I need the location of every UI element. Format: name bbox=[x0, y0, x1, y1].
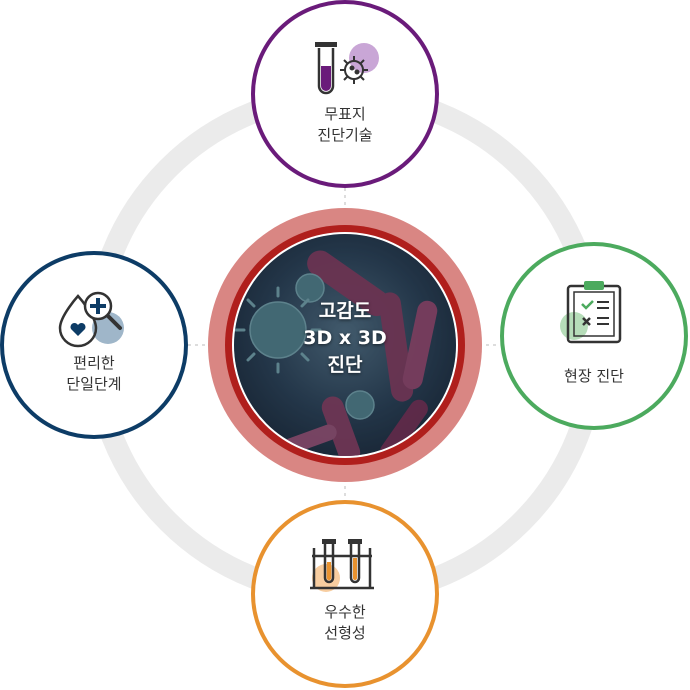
node-right-label: 현장 진단 bbox=[564, 367, 624, 385]
node-top[interactable] bbox=[251, 0, 439, 188]
node-top-label: 무표지 진단기술 bbox=[317, 105, 373, 144]
node-bottom[interactable] bbox=[251, 500, 439, 688]
node-bottom-label: 우수한 선형성 bbox=[324, 603, 366, 642]
center-virus-image bbox=[234, 234, 456, 456]
node-left[interactable] bbox=[0, 251, 188, 439]
node-top-circle bbox=[251, 0, 439, 188]
test-tubes-rack-icon bbox=[310, 539, 374, 592]
node-right[interactable] bbox=[500, 242, 688, 430]
clipboard-checklist-icon bbox=[560, 281, 622, 344]
drop-magnifier-icon bbox=[58, 291, 124, 348]
node-left-label: 편리한 단일단계 bbox=[66, 354, 122, 393]
node-left-circle bbox=[0, 251, 188, 439]
node-bottom-circle bbox=[251, 500, 439, 688]
center-title: 고감도 3D x 3D 진단 bbox=[303, 300, 387, 376]
test-tube-virus-icon bbox=[315, 42, 379, 95]
